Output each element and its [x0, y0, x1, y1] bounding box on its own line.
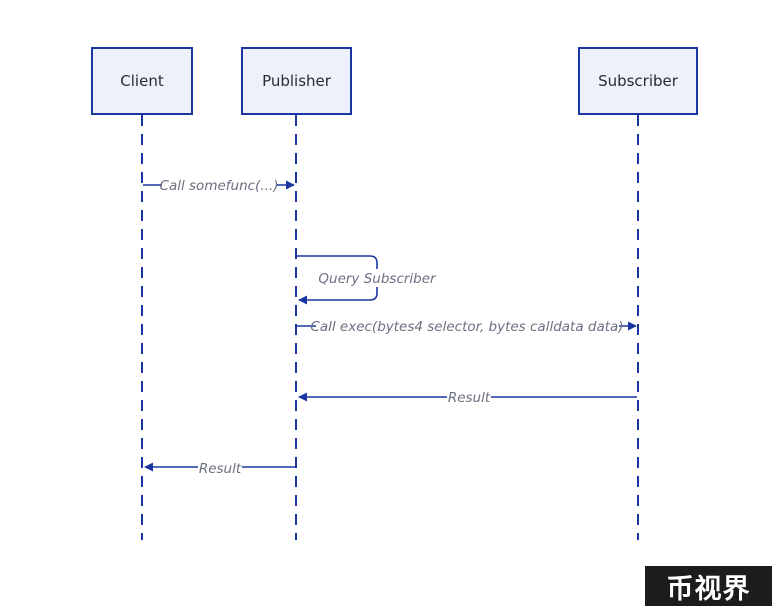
participant-label-publisher: Publisher: [262, 72, 331, 90]
message-label-result-to-client: Result: [199, 461, 242, 477]
watermark-text: 币视界: [666, 573, 751, 605]
watermark-logo: 币视界: [645, 566, 772, 606]
message-label-bg: [198, 459, 242, 477]
participant-subscriber: Subscriber: [578, 47, 698, 115]
message-label-bg: [162, 176, 276, 194]
message-label-bg: [316, 317, 619, 335]
participant-label-client: Client: [120, 72, 164, 90]
message-label-result-from-subscriber: Result: [448, 390, 491, 406]
participant-publisher: Publisher: [241, 47, 352, 115]
message-label-bg: [447, 388, 491, 406]
participant-client: Client: [91, 47, 193, 115]
message-label-query-subscriber: Query Subscriber: [318, 271, 437, 287]
participant-label-subscriber: Subscriber: [598, 72, 678, 90]
message-label-call-exec: Call exec(bytes4 selector, bytes calldat…: [310, 319, 623, 335]
message-label-bg: [318, 269, 434, 287]
message-label-call-somefunc: Call somefunc(...): [160, 178, 279, 194]
